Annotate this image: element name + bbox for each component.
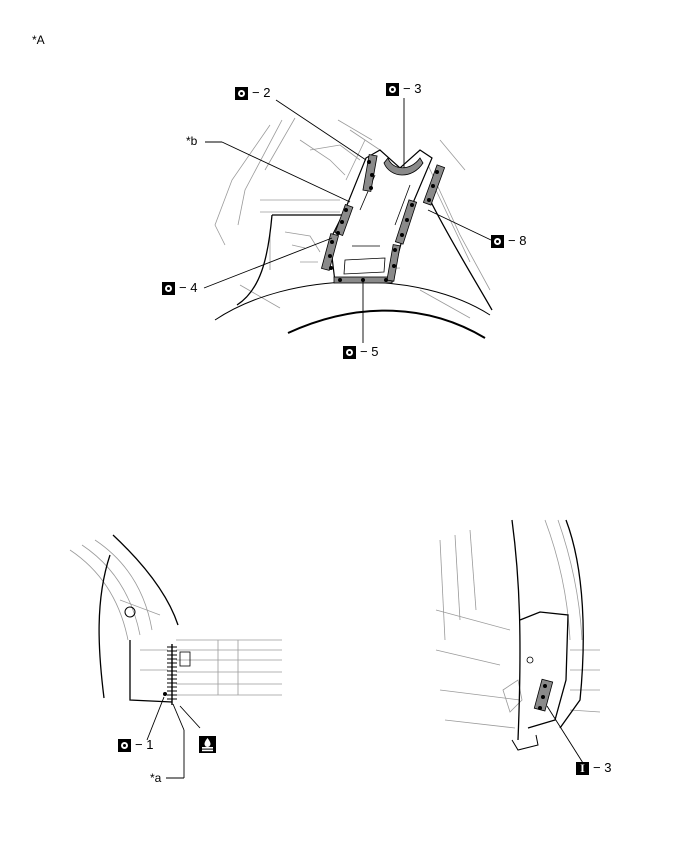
callout-text: − 8	[508, 233, 527, 248]
bottom-left-illustration	[69, 534, 282, 779]
spot-weld-callout-5: − 5	[343, 345, 378, 359]
spot-weld-callout-8: − 8	[491, 234, 526, 248]
callout-text: − 3	[403, 81, 422, 96]
plug-weld-icon	[576, 761, 589, 775]
callout-text: − 5	[360, 344, 379, 359]
spot-weld-callout-2: − 2	[235, 86, 270, 100]
spot-weld-icon	[343, 345, 356, 359]
spot-weld-callout-3: − 3	[386, 82, 421, 96]
sealer-icon	[199, 736, 216, 753]
spot-weld-icon	[235, 86, 248, 100]
spot-weld-icon	[118, 738, 131, 752]
top-illustration	[203, 98, 493, 343]
callout-text: − 1	[135, 737, 154, 752]
note-a: *a	[150, 771, 162, 785]
callout-text: − 4	[179, 280, 198, 295]
note-b: *b	[186, 134, 198, 148]
spot-weld-icon	[491, 234, 504, 248]
callout-text: − 2	[252, 85, 271, 100]
spot-weld-callout-4: − 4	[162, 281, 197, 295]
spot-weld-callout-1: − 1	[118, 738, 153, 752]
spot-weld-icon	[386, 82, 399, 96]
plug-weld-callout-3: − 3	[576, 761, 611, 775]
sealer-glyph	[202, 738, 213, 752]
spot-weld-icon	[162, 281, 175, 295]
callout-text: − 3	[593, 760, 612, 775]
view-label: *A	[32, 33, 45, 47]
bottom-right-illustration	[435, 519, 601, 764]
